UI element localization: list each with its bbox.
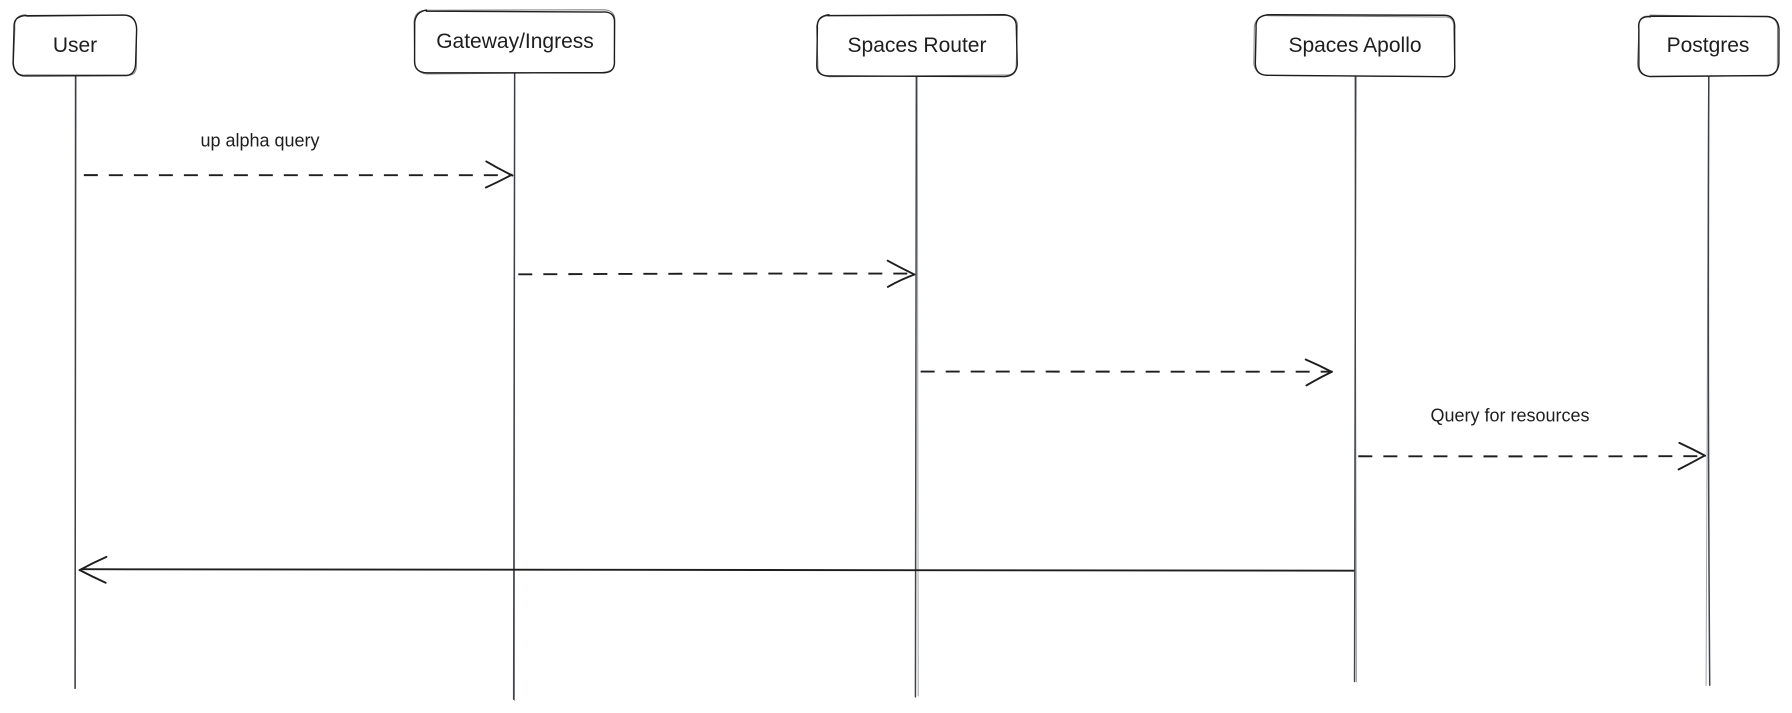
arrowhead-msg-1 bbox=[485, 160, 514, 177]
participant-boxes-group bbox=[12, 9, 1780, 78]
lifeline-gateway bbox=[513, 73, 516, 701]
participant-box-spaces-apollo[interactable] bbox=[1254, 14, 1456, 78]
participant-box-spaces-apollo[interactable] bbox=[1253, 14, 1456, 78]
arrowhead-msg-3 bbox=[1305, 370, 1333, 387]
participant-box-postgres[interactable] bbox=[1637, 15, 1780, 78]
arrowhead-msg-1 bbox=[484, 173, 513, 189]
participant-box-spaces-router[interactable] bbox=[816, 14, 1018, 78]
lifeline-gateway bbox=[512, 72, 516, 700]
participant-box-user[interactable] bbox=[12, 14, 138, 77]
participant-box-gateway[interactable] bbox=[413, 9, 616, 74]
message-line-msg-5[interactable] bbox=[80, 567, 1355, 572]
message-line-msg-2[interactable] bbox=[518, 272, 914, 276]
arrowhead-msg-3 bbox=[1304, 358, 1333, 373]
arrowhead-msg-4 bbox=[1677, 454, 1706, 471]
lifeline-spaces-apollo bbox=[1354, 75, 1358, 683]
arrowhead-msg-5 bbox=[78, 555, 108, 572]
arrowhead-msg-5 bbox=[78, 569, 107, 584]
lifeline-spaces-router bbox=[916, 75, 919, 697]
participant-box-postgres[interactable] bbox=[1637, 14, 1778, 77]
lifeline-spaces-router bbox=[914, 74, 918, 698]
participant-box-spaces-router[interactable] bbox=[816, 14, 1018, 78]
messages-group bbox=[78, 160, 1707, 584]
arrowhead-msg-2 bbox=[886, 273, 916, 288]
lifelines-group bbox=[74, 72, 1711, 701]
lifeline-spaces-apollo bbox=[1353, 75, 1357, 683]
lifeline-user bbox=[74, 74, 77, 690]
participant-box-user[interactable] bbox=[12, 14, 138, 76]
arrowhead-msg-4 bbox=[1678, 441, 1707, 457]
participant-box-gateway[interactable] bbox=[413, 9, 616, 75]
arrowhead-msg-2 bbox=[886, 259, 916, 276]
lifeline-postgres bbox=[1707, 75, 1711, 686]
